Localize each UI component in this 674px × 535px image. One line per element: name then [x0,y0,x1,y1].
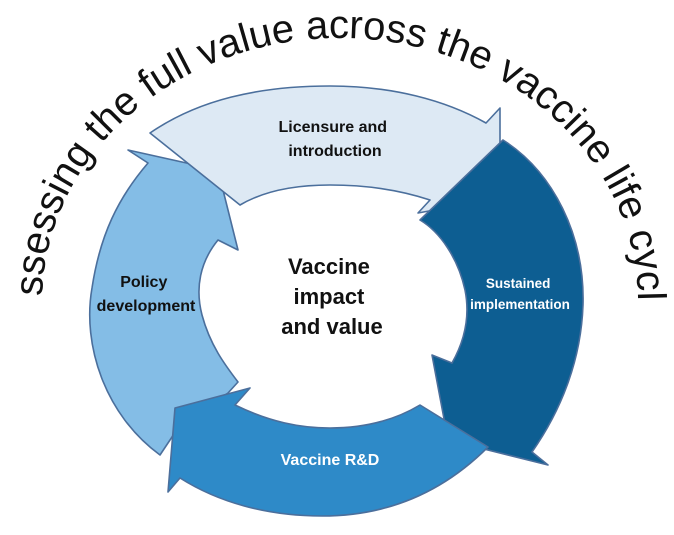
licensure-introduction-arrow [149,85,501,214]
center-label: Vaccine impact and value [281,254,382,339]
vaccine-rnd-label-line-1: Vaccine R&D [281,452,380,469]
licensure-label-line-1: Licensure and [279,119,387,136]
center-label-line-3: and value [281,314,382,339]
vaccine-rnd-arrow [167,387,489,517]
policy-label: Policy development [97,274,196,315]
sustained-label: Sustained implementation [470,276,570,312]
sustained-label-line-2: implementation [470,297,570,312]
policy-development-arrow [88,149,239,456]
center-label-line-1: Vaccine [288,254,370,279]
licensure-label-line-2: introduction [288,143,381,160]
policy-label-line-2: development [97,298,196,315]
licensure-label: Licensure and introduction [279,119,392,160]
sustained-label-line-1: Sustained [486,276,551,291]
vaccine-rnd-label: Vaccine R&D [281,452,380,469]
policy-label-line-1: Policy [120,274,167,291]
center-label-line-2: impact [293,284,365,309]
sustained-implementation-arrow [419,139,584,466]
